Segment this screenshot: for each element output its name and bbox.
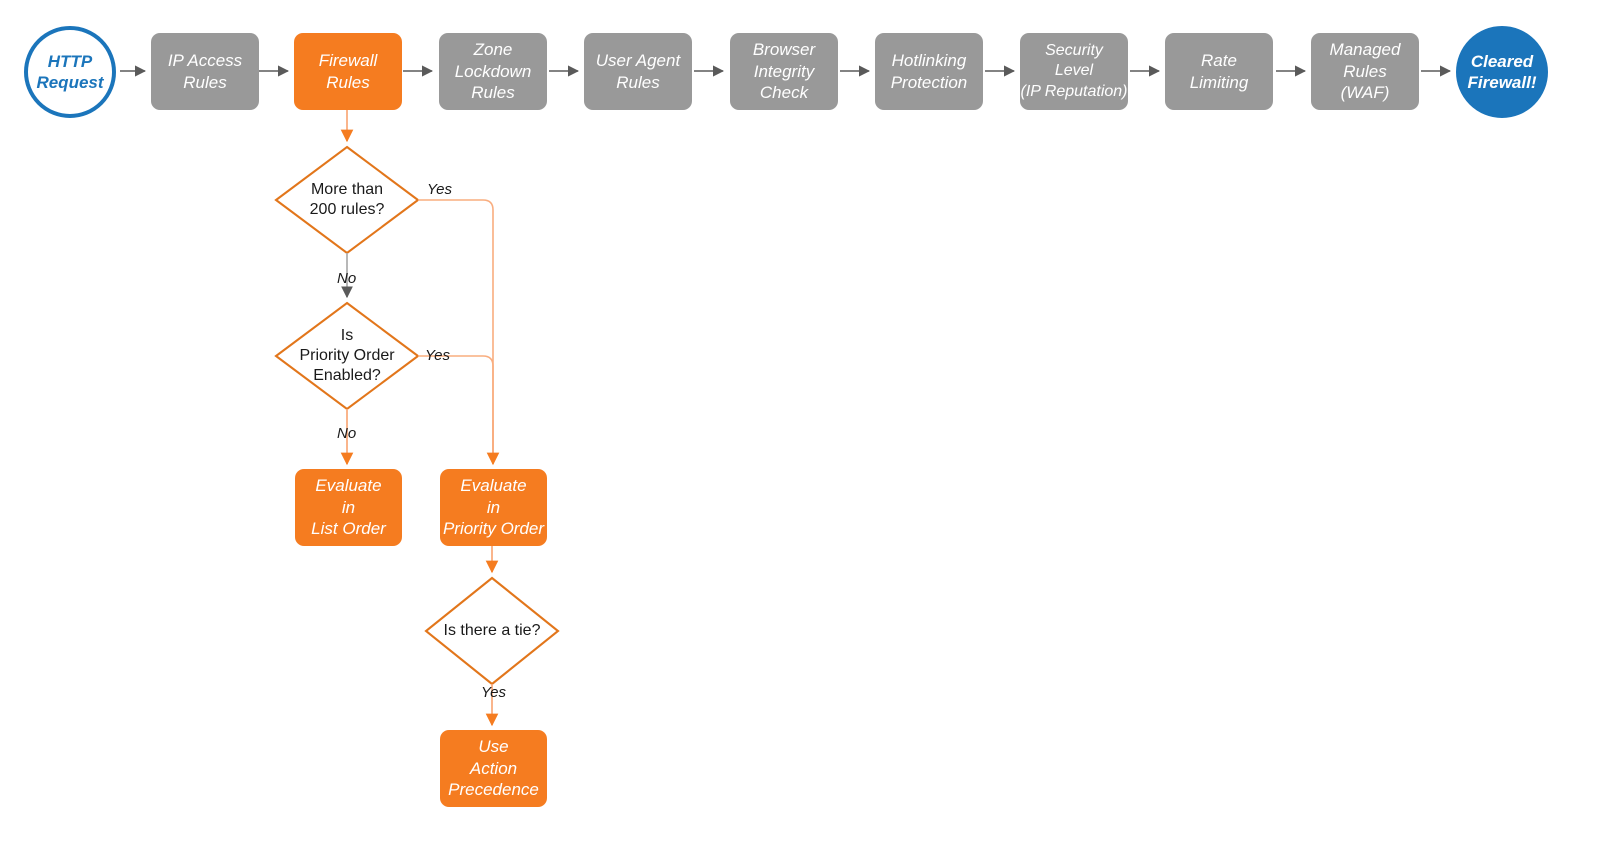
decision-outlines xyxy=(274,145,560,686)
node-evaluate-in-list-order[interactable]: Evaluate in List Order xyxy=(295,469,402,546)
node-http-request[interactable]: HTTP Request xyxy=(24,26,116,118)
node-user-agent-rules[interactable]: User Agent Rules xyxy=(584,33,692,110)
node-ip-access-rules[interactable]: IP Access Rules xyxy=(151,33,259,110)
edge-priority-yes xyxy=(418,355,494,459)
node-security-level[interactable]: Security Level (IP Reputation) xyxy=(1020,33,1128,110)
node-cleared-firewall[interactable]: Cleared Firewall! xyxy=(1456,26,1548,118)
node-hotlinking-protection-label: Hotlinking Protection xyxy=(890,51,968,92)
node-ip-access-rules-label: IP Access Rules xyxy=(167,51,243,92)
edge-more200-yes xyxy=(418,199,494,459)
node-managed-rules-waf[interactable]: Managed Rules (WAF) xyxy=(1311,33,1419,110)
node-use-action-precedence[interactable]: Use Action Precedence xyxy=(440,730,547,807)
node-zone-lockdown-rules-label: Zone Lockdown Rules xyxy=(454,40,532,103)
node-firewall-rules[interactable]: Firewall Rules xyxy=(294,33,402,110)
node-zone-lockdown-rules[interactable]: Zone Lockdown Rules xyxy=(439,33,547,110)
node-cleared-firewall-label: Cleared Firewall! xyxy=(1467,51,1537,92)
node-user-agent-rules-label: User Agent Rules xyxy=(595,51,681,92)
node-browser-integrity-check[interactable]: Browser Integrity Check xyxy=(730,33,838,110)
node-http-request-label: HTTP Request xyxy=(36,51,104,92)
diamond-is-there-a-tie xyxy=(424,576,560,686)
branch-connectors xyxy=(340,110,500,727)
diamond-more-than-200-rules xyxy=(274,145,420,255)
node-firewall-rules-label: Firewall Rules xyxy=(318,51,378,92)
edge-label-yes-is-there-a-tie: Yes xyxy=(481,684,507,701)
edge-label-yes-priority-order: Yes xyxy=(425,347,451,364)
node-managed-rules-waf-label: Managed Rules (WAF) xyxy=(1329,40,1401,103)
node-evaluate-in-list-order-label: Evaluate in List Order xyxy=(311,476,386,539)
diamond-priority-order-enabled xyxy=(274,301,420,411)
node-rate-limiting[interactable]: Rate Limiting xyxy=(1165,33,1273,110)
node-evaluate-in-priority-order[interactable]: Evaluate in Priority Order xyxy=(440,469,547,546)
node-browser-integrity-check-label: Browser Integrity Check xyxy=(752,40,816,103)
node-security-level-label: Security Level (IP Reputation) xyxy=(1020,42,1128,100)
edge-label-no-more-than-200: No xyxy=(337,270,357,287)
node-rate-limiting-label: Rate Limiting xyxy=(1189,51,1249,92)
node-evaluate-in-priority-order-label: Evaluate in Priority Order xyxy=(442,476,545,539)
edge-label-no-priority-order: No xyxy=(337,425,357,442)
node-use-action-precedence-label: Use Action Precedence xyxy=(448,737,539,800)
edge-label-yes-more-than-200: Yes xyxy=(427,181,453,198)
node-hotlinking-protection[interactable]: Hotlinking Protection xyxy=(875,33,983,110)
